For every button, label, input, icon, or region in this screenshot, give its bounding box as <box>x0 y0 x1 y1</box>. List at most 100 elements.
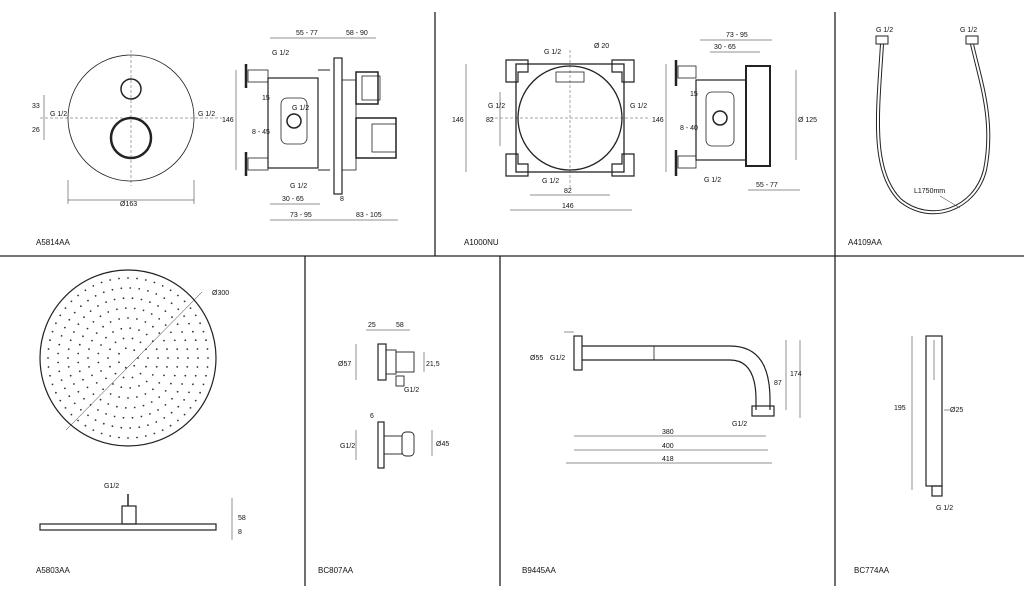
nozzle-dot <box>118 436 120 439</box>
nozzle-dot <box>58 343 61 346</box>
dim-label: 73 - 95 <box>726 32 748 39</box>
nozzle-dot <box>131 416 134 419</box>
dim-label: 146 <box>452 117 464 124</box>
nozzle-dot <box>164 404 167 406</box>
nozzle-dot <box>49 339 51 342</box>
a5814aa-labels: 55 - 77 58 - 90 33 26 G 1/2 G 1/2 G 1/2 … <box>32 30 382 247</box>
nozzle-dot <box>202 383 205 386</box>
dim-label: 87 <box>774 380 782 387</box>
dim-label: Ø25 <box>950 407 963 414</box>
dim-label: G1/2 <box>550 355 565 362</box>
nozzle-dot <box>127 277 129 279</box>
nozzle-dot <box>124 407 127 409</box>
nozzle-dot <box>144 279 147 281</box>
nozzle-dot <box>64 387 66 390</box>
nozzle-dot <box>83 397 85 400</box>
nozzle-dot <box>197 357 199 359</box>
product-code: A1000NU <box>464 238 499 247</box>
nozzle-dot <box>102 325 104 328</box>
nozzle-dot <box>157 409 159 411</box>
nozzle-dot <box>147 357 149 359</box>
nozzle-dot <box>82 335 84 338</box>
nozzle-dot <box>161 285 164 287</box>
wall-outlet-side <box>377 343 387 381</box>
nozzle-dot <box>202 330 205 333</box>
nozzle-dot <box>109 321 112 323</box>
nozzle-dot <box>206 348 209 350</box>
nozzle-dot <box>51 330 54 333</box>
nozzle-dot <box>97 361 100 364</box>
dim-label: G 1/2 <box>292 105 309 112</box>
nozzle-dot <box>109 365 111 368</box>
panel-bc774aa <box>911 335 950 497</box>
nozzle-dot <box>97 409 99 411</box>
nozzle-dot <box>140 298 143 301</box>
nozzle-dot <box>122 337 125 340</box>
nozzle-dot <box>186 366 189 368</box>
nozzle-dot <box>163 417 166 419</box>
dim-label: 30 - 65 <box>714 44 736 51</box>
shower-hose <box>875 43 991 215</box>
nozzle-dot <box>153 432 156 435</box>
nozzle-dot <box>169 289 172 292</box>
nozzle-dot <box>78 370 81 373</box>
nozzle-dot <box>181 331 184 333</box>
nozzle-dot <box>129 327 132 329</box>
nozzle-dot <box>177 405 180 408</box>
nozzle-dot <box>176 390 179 393</box>
dim-label: 146 <box>222 117 234 124</box>
nozzle-dot <box>87 299 89 302</box>
dim-label: G1/2 <box>340 443 355 450</box>
nozzle-dot <box>107 357 109 359</box>
nozzle-dot <box>58 370 61 373</box>
dim-label: G 1/2 <box>936 505 953 512</box>
nozzle-dot <box>73 331 75 333</box>
nozzle-dot <box>207 357 209 359</box>
nozzle-dot <box>118 396 120 398</box>
nozzle-dot <box>59 314 62 317</box>
nozzle-dot <box>196 366 199 368</box>
nozzle-dot <box>149 301 151 303</box>
nozzle-dot <box>78 343 81 346</box>
selector-knob <box>120 78 142 100</box>
nozzle-dot <box>176 323 179 326</box>
nozzle-dot <box>88 366 90 368</box>
nozzle-dot <box>118 352 120 355</box>
wall-outlet-front <box>377 421 385 469</box>
nozzle-dot <box>177 419 179 422</box>
nozzle-dot <box>150 313 153 315</box>
dim-label: 33 <box>32 103 40 110</box>
nozzle-dot <box>124 307 127 309</box>
dim-label: 15 <box>262 95 270 102</box>
nozzle-dot <box>122 297 125 300</box>
panel-b9445aa <box>564 331 801 464</box>
nozzle-dot <box>92 285 95 287</box>
nozzle-dot <box>105 377 107 380</box>
nozzle-dot <box>88 348 90 350</box>
product-code: A4109AA <box>848 238 882 247</box>
nozzle-dot <box>73 383 75 385</box>
nozzle-dot <box>166 348 168 350</box>
nozzle-dot <box>122 416 125 419</box>
nozzle-dot <box>194 314 197 317</box>
nozzle-dot <box>77 419 79 422</box>
nozzle-dot <box>97 305 99 307</box>
dim-label: Ø45 <box>436 441 449 448</box>
nozzle-dot <box>77 361 80 364</box>
nozzle-dot <box>116 308 118 311</box>
nozzle-dot <box>91 374 93 377</box>
dim-label: 73 - 95 <box>290 212 312 219</box>
nozzle-dot <box>67 348 70 350</box>
dim-label: 83 - 105 <box>356 212 382 219</box>
nozzle-dot <box>111 425 114 428</box>
shower-head-profile <box>39 523 217 531</box>
nozzle-dot <box>87 357 89 359</box>
nozzle-dot <box>47 348 50 350</box>
nozzle-dot <box>153 281 156 284</box>
dim-label: 25 <box>368 322 376 329</box>
nozzle-dot <box>142 404 145 407</box>
nozzle-dot <box>68 318 71 321</box>
nozzle-dot <box>170 331 172 334</box>
nozzle-dot <box>67 366 70 368</box>
a5803aa-labels: Ø300 G1/2 58 8 A5803AA <box>36 290 246 575</box>
